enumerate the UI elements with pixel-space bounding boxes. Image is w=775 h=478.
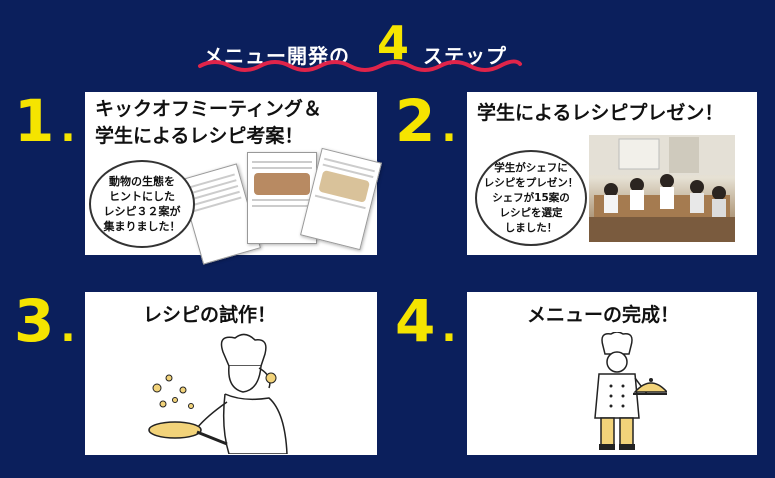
step-1-digit: 1 [14, 87, 55, 155]
step-4-number: 4. [395, 292, 457, 350]
wave-underline-icon [198, 59, 522, 72]
step-1-dot: . [60, 105, 76, 151]
step-4-dot: . [441, 305, 457, 351]
step-3-number: 3. [14, 292, 76, 350]
step-4-title: メニューの完成！ [527, 304, 680, 326]
step-3-title: レシピの試作！ [143, 304, 277, 326]
presentation-scene-icon [589, 135, 735, 242]
step-1-title-line2: 学生によるレシピ考案！ [95, 125, 304, 147]
page-title: メニュー開発の 4 ステップ [195, 18, 535, 78]
step-3-digit: 3 [14, 287, 55, 355]
step-2-dot: . [441, 105, 457, 151]
chef-serving-illustration-icon [594, 332, 667, 450]
step-1-title-line1: キックオフミーティング＆ [95, 98, 322, 120]
step-3-card: レシピの試作！ [85, 292, 377, 455]
step-1-bubble: 動物の生態を ヒントにした レシピ３２案が 集まりました！ [89, 160, 195, 248]
step-3-dot: . [60, 305, 76, 351]
title-number: 4 [377, 16, 410, 70]
step-4-card: メニューの完成！ [467, 292, 757, 455]
step-2-digit: 2 [395, 87, 436, 155]
step-2-number: 2. [395, 92, 457, 150]
presentation-photo [589, 135, 735, 242]
step-4-digit: 4 [395, 287, 436, 355]
step-1-number: 1. [14, 92, 76, 150]
chef-cooking-illustration-icon [148, 333, 288, 454]
step-2-title: 学生によるレシピプレゼン！ [477, 102, 724, 124]
step-1-card: キックオフミーティング＆ 学生によるレシピ考案！ 動物の生態を ヒントにした レ… [85, 92, 382, 265]
step-2-card: 学生によるレシピプレゼン！ 学生がシェフに レシピをプレゼン！ シェフが15案の… [467, 92, 757, 255]
step-2-bubble: 学生がシェフに レシピをプレゼン！ シェフが15案の レシピを選定 しました！ [475, 150, 587, 246]
